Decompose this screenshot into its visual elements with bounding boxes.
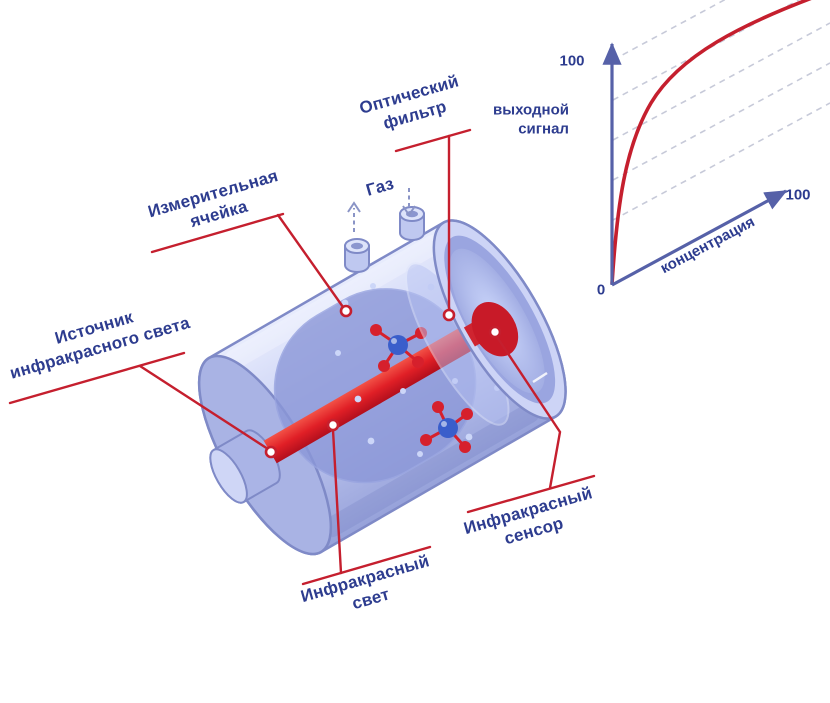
cylinder-top-highlight — [225, 235, 443, 370]
rim-highlight — [532, 371, 548, 384]
leader-lines — [8, 128, 596, 586]
response-chart — [602, 0, 830, 287]
chart-origin-label: 0 — [596, 281, 606, 299]
gas-molecule-2 — [420, 401, 473, 453]
response-curve — [610, 0, 812, 285]
leader-measuring-cell — [150, 212, 345, 309]
leader-ir-light — [301, 428, 432, 586]
chart-ylabel: выходной сигнал — [493, 101, 569, 137]
gas-flow-arrow-up-head — [347, 201, 361, 213]
ir-source-housing — [209, 429, 281, 504]
chart-x-max-label: 100 — [785, 186, 811, 204]
chart-y-max-label: 100 — [559, 52, 585, 70]
gas-port-left — [344, 238, 370, 273]
x-axis — [611, 189, 788, 287]
leader-endpoint-dots — [264, 304, 502, 459]
gas-flow-arrow-down-head — [402, 205, 416, 217]
leader-ir-source — [8, 351, 270, 451]
chart-gridlines — [612, 0, 830, 221]
cylinder-bottom-shade — [322, 403, 540, 538]
gas-flow-arrows — [347, 188, 416, 232]
leader-optical-filter — [394, 128, 472, 311]
leader-ir-sensor — [466, 332, 596, 514]
